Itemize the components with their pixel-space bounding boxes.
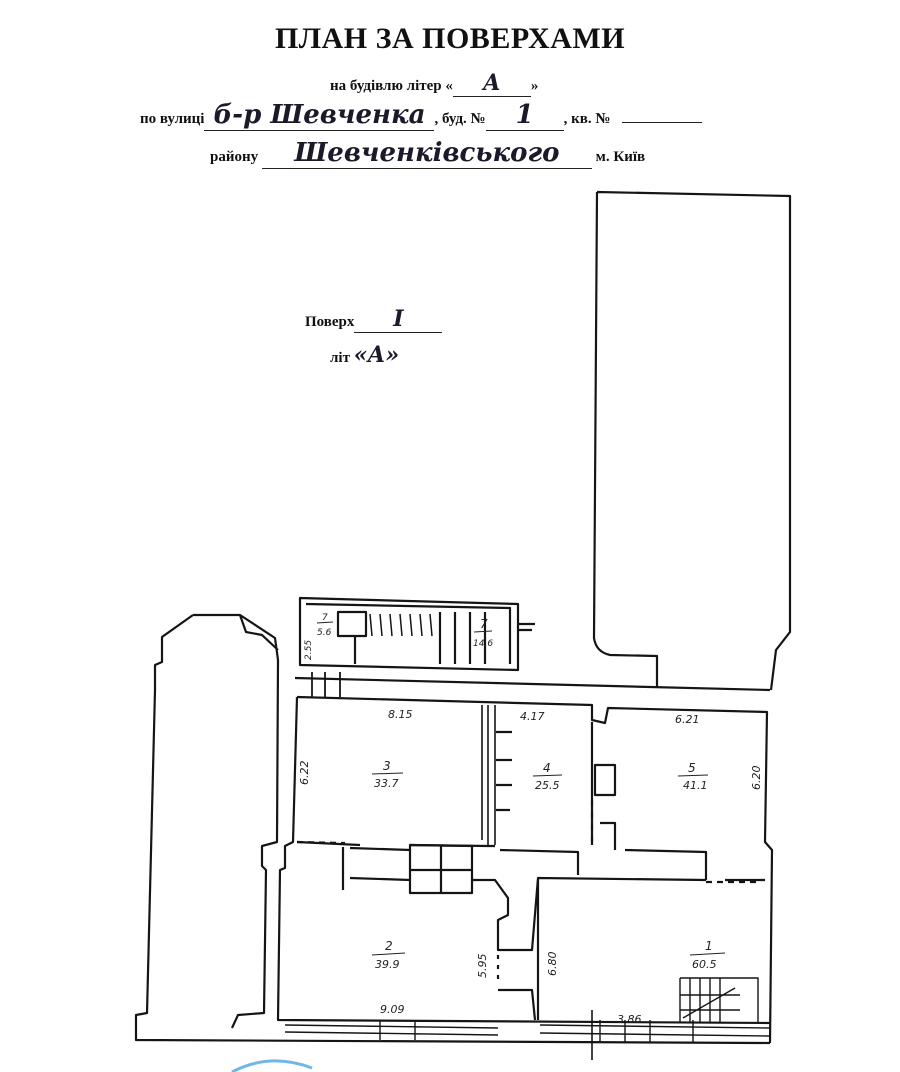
apt-label: , кв. № (563, 111, 611, 127)
dimension-label: 6.22 (298, 761, 311, 786)
stairwell-outline (298, 596, 535, 672)
apt-value (622, 122, 703, 123)
building-letter-line: на будівлю літер «А» (330, 70, 538, 97)
house-value: 1 (485, 100, 564, 131)
svg-text:14.6: 14.6 (473, 639, 493, 649)
street-label: по вулиці (140, 111, 205, 127)
svg-text:7: 7 (322, 613, 328, 623)
room-label-1: 160.5 (689, 939, 726, 971)
stamp (231, 1059, 313, 1072)
courtyard-outline (592, 190, 792, 691)
dimension-label: 6.20 (750, 766, 763, 791)
district-line: району Шевченківського м. Київ (210, 138, 645, 169)
dimension-label: 6.80 (546, 952, 559, 977)
floor-value: І (354, 306, 443, 333)
dimension-label: 5.95 (476, 954, 489, 979)
main-building-outline (276, 695, 774, 1044)
dimension-label: 9.09 (380, 1003, 405, 1016)
lit-label: літ (330, 350, 350, 366)
svg-text:25.5: 25.5 (535, 779, 560, 792)
lit-value: «А» (353, 342, 400, 368)
left-wing-outline (134, 613, 771, 1045)
svg-text:3: 3 (383, 759, 391, 773)
district-label: району (210, 149, 259, 165)
svg-text:5: 5 (688, 761, 696, 775)
district-value: Шевченківського (261, 138, 592, 169)
room-label-3: 333.7 (371, 759, 404, 790)
svg-text:4: 4 (543, 761, 551, 775)
svg-text:41.1: 41.1 (683, 779, 708, 792)
svg-text:33.7: 33.7 (374, 777, 399, 790)
dimension-label: 6.21 (675, 713, 700, 726)
lit-line: літ «А» (330, 342, 399, 368)
svg-text:39.9: 39.9 (375, 958, 400, 971)
dimension-label: 2.55 (304, 640, 314, 660)
dimension-label: 8.15 (388, 708, 413, 721)
building-prefix: на будівлю літер « (330, 78, 453, 94)
building-suffix: » (530, 78, 539, 94)
building-letter-value: А (452, 70, 531, 97)
dimension-label: 4.17 (520, 710, 545, 723)
document-title: ПЛАН ЗА ПОВЕРХАМИ (274, 22, 626, 55)
dimension-label: 3.86 (617, 1013, 642, 1026)
svg-text:2: 2 (385, 939, 393, 953)
floor-label: Поверх (305, 314, 355, 330)
svg-text:1: 1 (705, 939, 713, 953)
svg-text:5.6: 5.6 (317, 628, 332, 638)
svg-text:60.5: 60.5 (692, 958, 717, 971)
room-label-5: 541.1 (677, 761, 709, 792)
dimension-labels: 8.15 4.17 6.21 6.22 6.20 5.95 6.80 9.09 … (298, 640, 763, 1026)
room-label-2: 239.9 (371, 939, 406, 971)
room-labels: 160.5 239.9 333.7 425.5 541.1 714.6 75.6 (316, 613, 726, 971)
room-label-stair-small: 75.6 (316, 613, 334, 638)
street-value: б-р Шевченка (204, 100, 435, 131)
room-label-4: 425.5 (532, 761, 563, 792)
svg-text:7: 7 (480, 617, 488, 631)
room-label-stair: 714.6 (473, 617, 493, 649)
city-label: м. Київ (595, 149, 646, 165)
house-label: , буд. № (434, 111, 486, 127)
